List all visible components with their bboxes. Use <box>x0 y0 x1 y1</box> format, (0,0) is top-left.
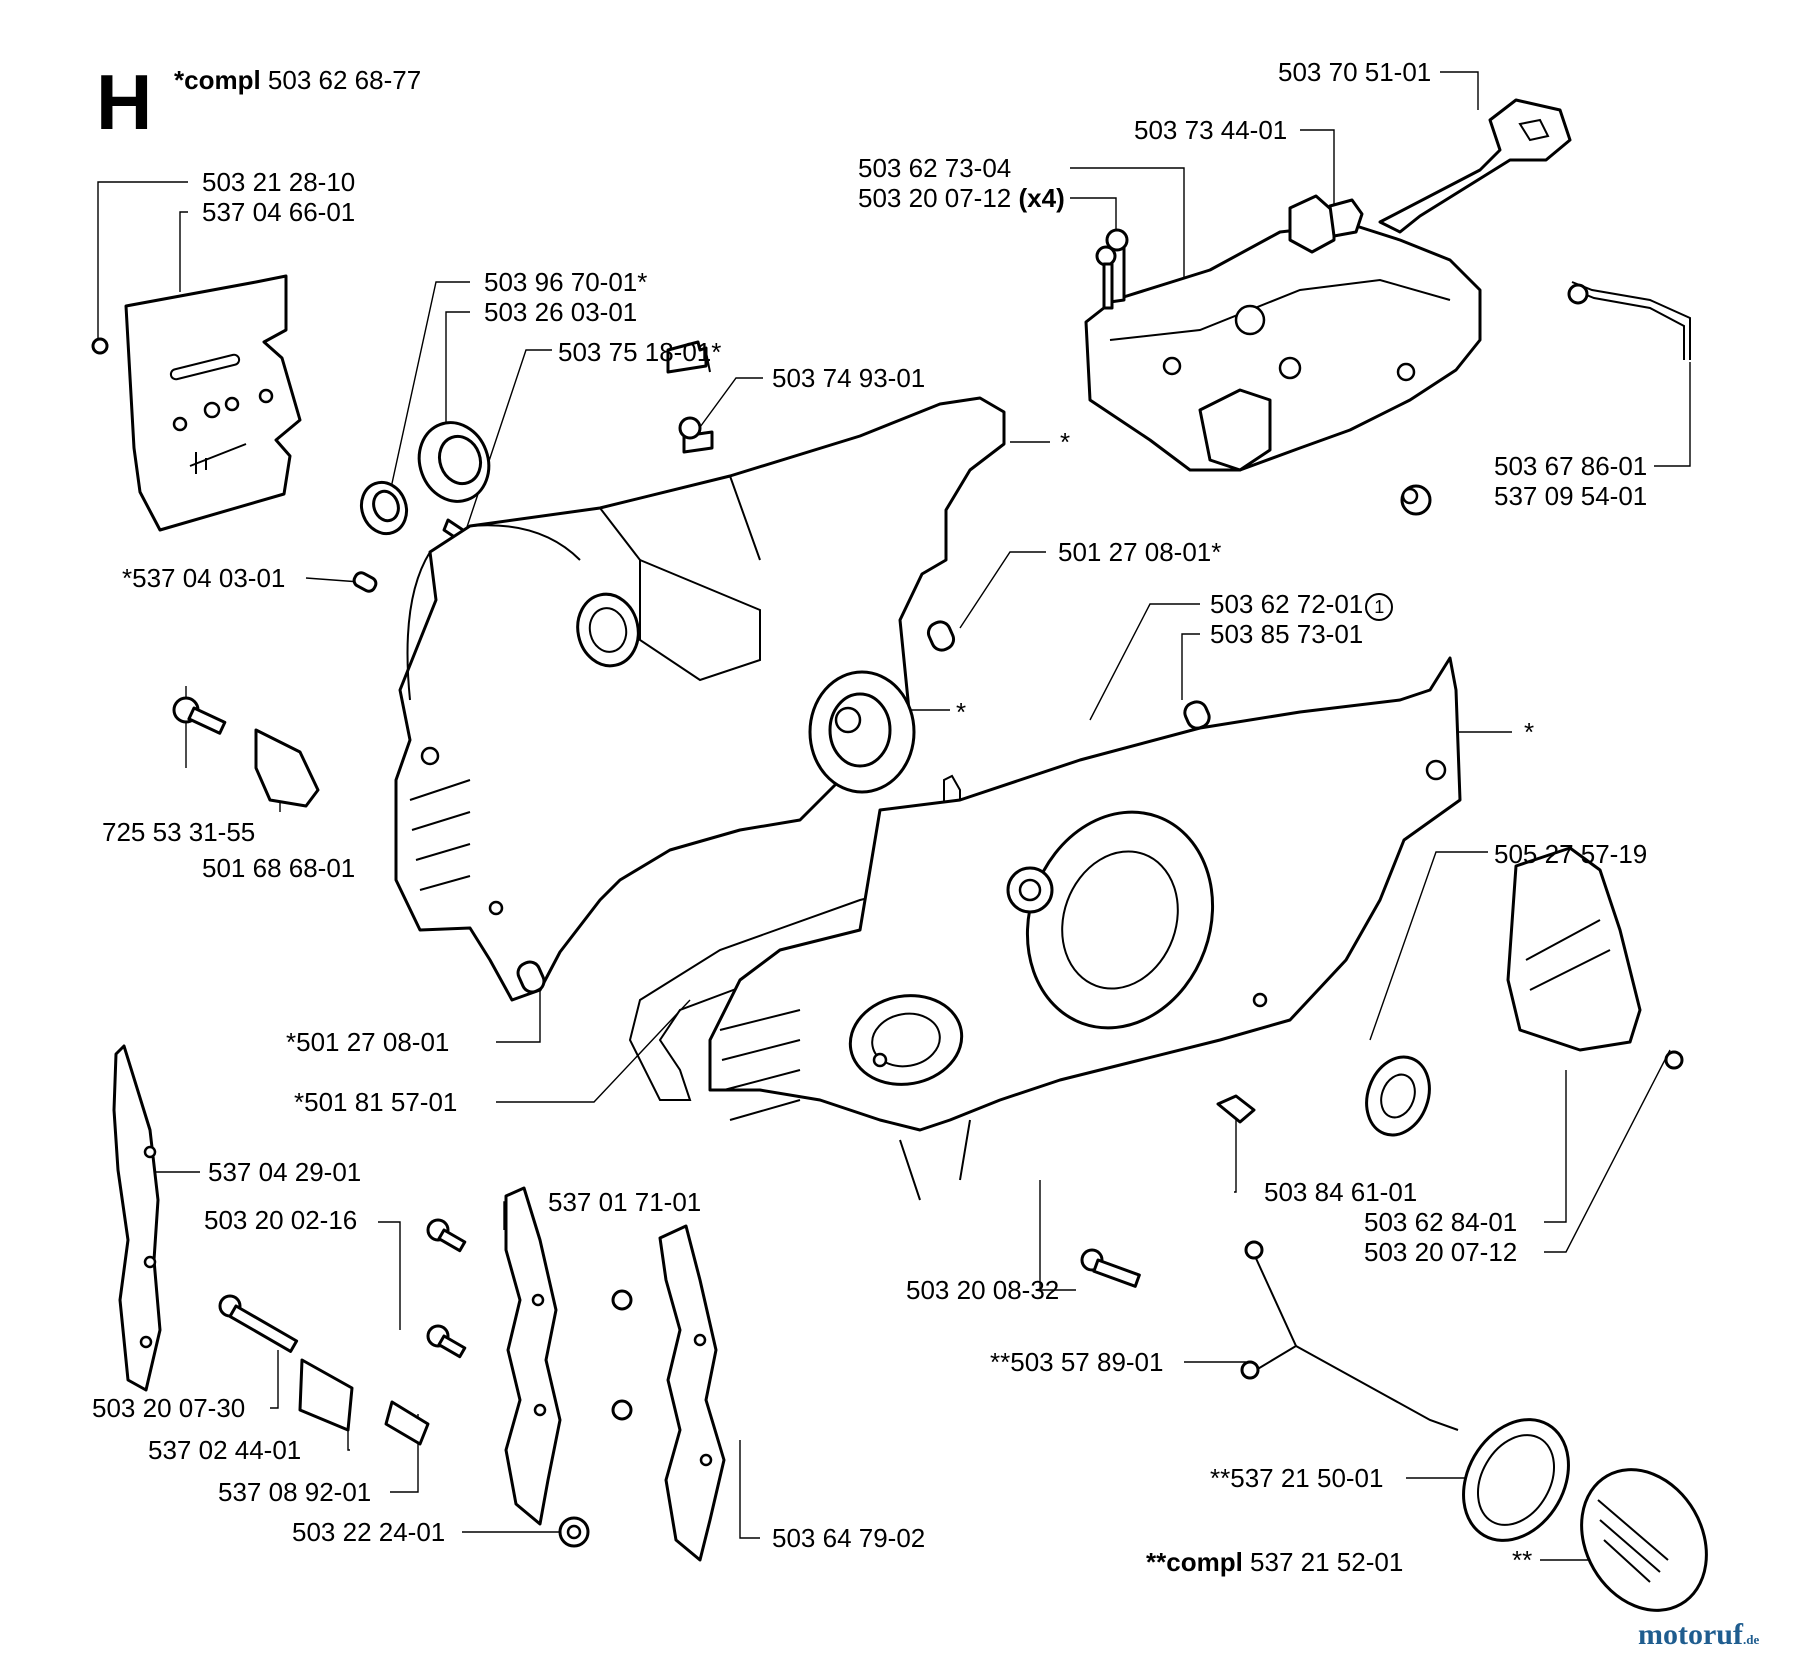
quantity-badge: (x4) <box>1018 183 1065 213</box>
part-label: 537 01 71-01 <box>548 1187 702 1217</box>
compl-number: 503 62 68-77 <box>267 65 422 95</box>
part-label: *537 04 03-01 <box>122 563 286 593</box>
part-label: 503 64 79-02 <box>772 1523 926 1553</box>
part-label: 503 74 93-01 <box>772 363 926 393</box>
part-label: 503 73 44-01 <box>1134 115 1288 145</box>
part-label: 503 85 73-01 <box>1210 619 1364 649</box>
part-label: 537 04 29-01 <box>208 1157 362 1187</box>
complete-fuel-cap-label: **compl 537 21 52-01 <box>1146 1548 1403 1576</box>
part-label: 503 20 07-30 <box>92 1393 246 1423</box>
part-label: 503 67 86-01 <box>1494 451 1648 481</box>
part-label: 725 53 31-55 <box>102 817 256 847</box>
left-crankcase-part <box>394 340 1006 1002</box>
part-label: *501 27 08-01 <box>286 1027 450 1057</box>
compl-prefix: **compl <box>1146 1547 1243 1577</box>
part-label: 503 22 24-01 <box>292 1517 446 1547</box>
fuel-parts <box>1240 1240 1708 1612</box>
part-label: *501 81 57-01 <box>294 1087 458 1117</box>
part-label: 537 04 66-01 <box>202 197 356 227</box>
part-label: 501 27 08-01* <box>1058 537 1222 567</box>
part-label: **537 21 50-01 <box>1210 1463 1384 1493</box>
part-label: 537 02 44-01 <box>148 1435 302 1465</box>
circled-note: 1 <box>1365 593 1394 621</box>
part-label: 503 96 70-01* <box>484 267 648 297</box>
part-label: 537 09 54-01 <box>1494 481 1648 511</box>
part-label: 503 20 07-12 <box>1364 1237 1518 1267</box>
watermark-name: motoruf <box>1638 1618 1743 1651</box>
part-label: 503 20 08-32 <box>906 1275 1060 1305</box>
watermark-suffix: .de <box>1742 1632 1760 1647</box>
oil-hose-part <box>1567 281 1691 360</box>
asterisk-marker: * <box>1060 427 1071 457</box>
bumper-spike-parts <box>504 1186 726 1562</box>
part-label-with-qty: 503 20 07-12 (x4) <box>858 184 1065 212</box>
compl-prefix: *compl <box>174 65 261 95</box>
part-label: 537 08 92-01 <box>218 1477 372 1507</box>
bearing-parts <box>352 421 1432 593</box>
part-label: 503 62 73-04 <box>858 153 1012 183</box>
part-label: 503 26 03-01 <box>484 297 638 327</box>
double-asterisk-marker: ** <box>1512 1545 1533 1575</box>
part-label: 503 75 18-01* <box>558 337 722 367</box>
top-cover-part <box>1084 194 1482 472</box>
part-label: **503 57 89-01 <box>990 1347 1164 1377</box>
complete-assembly-label: *compl 503 62 68-77 <box>174 66 421 94</box>
cover-plate-part <box>91 274 302 532</box>
part-label: 503 84 61-01 <box>1264 1177 1418 1207</box>
screw-parts <box>172 245 1141 1548</box>
right-crankcase-part <box>708 656 1462 1201</box>
side-plate-part <box>112 1044 162 1392</box>
asterisk-marker: * <box>1524 717 1535 747</box>
side-guard-part <box>1216 846 1684 1137</box>
part-label: 505 27 57-19 <box>1494 839 1648 869</box>
oil-lever-part <box>1378 98 1572 234</box>
part-label: 503 70 51-01 <box>1278 57 1432 87</box>
part-label: 503 21 28-10 <box>202 167 356 197</box>
part-number: 503 62 72-01 <box>1210 589 1364 619</box>
watermark-logo: motoruf.de <box>1638 1618 1759 1652</box>
compl-number: 537 21 52-01 <box>1250 1547 1404 1577</box>
asterisk-marker: * <box>956 697 967 727</box>
part-label: 503 20 02-16 <box>204 1205 358 1235</box>
part-label: 501 68 68-01 <box>202 853 356 883</box>
part-number: 503 20 07-12 <box>858 183 1012 213</box>
section-letter: H <box>96 58 153 146</box>
part-label: 503 62 84-01 <box>1364 1207 1518 1237</box>
